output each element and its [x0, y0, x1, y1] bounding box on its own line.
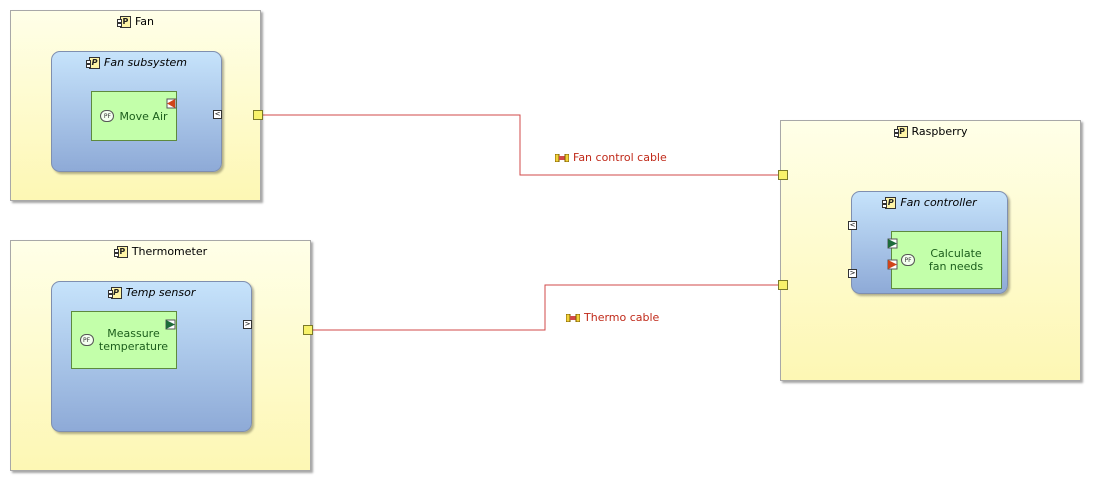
- fan-controller-port-in[interactable]: <: [848, 221, 857, 230]
- fan-controller-port-out[interactable]: >: [848, 269, 857, 278]
- fan-subsystem[interactable]: P Fan subsystem PF Move Air: [51, 51, 222, 172]
- thermometer-node-title: P Thermometer: [11, 245, 310, 258]
- function-calculate-fan-needs[interactable]: PF Calculate fan needs: [891, 231, 1002, 289]
- fan-subsystem-title: P Fan subsystem: [52, 56, 221, 69]
- raspberry-node[interactable]: P Raspberry P Fan controller PF Calculat…: [780, 120, 1081, 381]
- raspberry-node-title: P Raspberry: [781, 125, 1080, 138]
- temp-sensor-port[interactable]: >: [243, 320, 252, 329]
- function-move-air[interactable]: PF Move Air: [91, 91, 177, 141]
- thermo-cable-line[interactable]: [313, 284, 783, 331]
- physical-link-icon: [566, 313, 580, 322]
- part-icon: P: [882, 196, 897, 209]
- fan-controller-title: P Fan controller: [852, 196, 1007, 209]
- physical-function-icon: PF: [100, 110, 115, 122]
- fan-subsystem-port[interactable]: <: [213, 110, 222, 119]
- temp-sensor-subsystem[interactable]: P Temp sensor PF Meassure temperature: [51, 281, 252, 432]
- temp-sensor-title: P Temp sensor: [52, 286, 251, 299]
- fan-node[interactable]: P Fan P Fan subsystem PF Move Air: [10, 10, 261, 201]
- physical-function-icon: PF: [79, 334, 94, 346]
- function-meassure-temperature[interactable]: PF Meassure temperature: [71, 311, 177, 369]
- fan-physical-port[interactable]: [253, 110, 263, 120]
- fan-controller-subsystem[interactable]: P Fan controller PF Calculate fan needs: [851, 191, 1008, 294]
- fan-control-cable-label[interactable]: Fan control cable: [555, 151, 667, 164]
- part-icon: P: [893, 125, 908, 138]
- part-icon: P: [107, 286, 122, 299]
- raspberry-physical-port-2[interactable]: [778, 280, 788, 290]
- part-icon: P: [116, 15, 131, 28]
- physical-function-icon: PF: [901, 254, 915, 266]
- thermometer-node[interactable]: P Thermometer P Temp sensor PF Meassure …: [10, 240, 311, 471]
- thermo-cable-label[interactable]: Thermo cable: [566, 311, 659, 324]
- thermometer-physical-port[interactable]: [303, 325, 313, 335]
- fan-node-title: P Fan: [11, 15, 260, 28]
- part-icon: P: [113, 245, 128, 258]
- part-icon: P: [86, 56, 100, 69]
- physical-link-icon: [555, 153, 569, 162]
- fan-control-cable-line[interactable]: [263, 114, 783, 176]
- raspberry-physical-port-1[interactable]: [778, 170, 788, 180]
